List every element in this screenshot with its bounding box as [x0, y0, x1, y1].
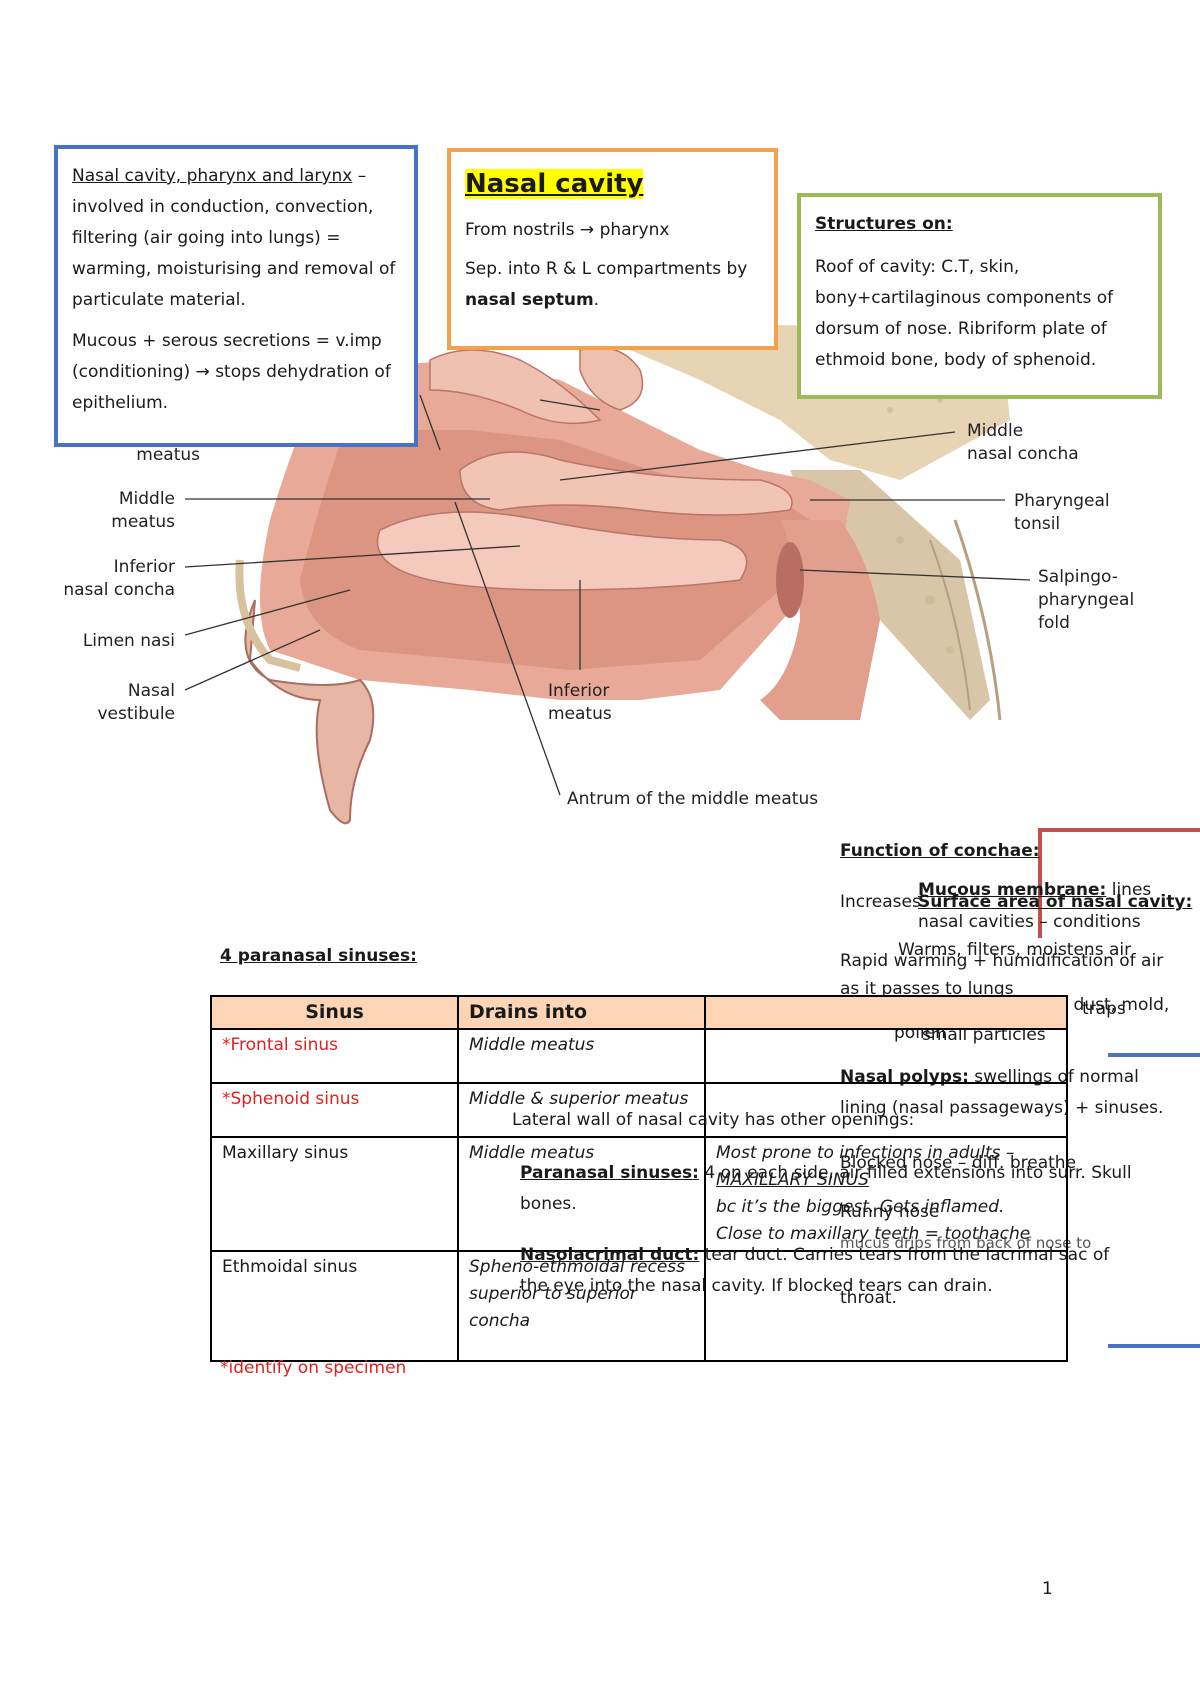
nasal-cavity-heading: Nasal cavity	[465, 169, 644, 199]
label-meatus: meatus	[136, 445, 200, 465]
table-row: *Sphenoid sinus Middle & superior meatus	[210, 1082, 1068, 1138]
structures-box: Structures on: Roof of cavity: C.T, skin…	[797, 193, 1162, 399]
rapid-warming-line: Rapid warming + humidification of air	[840, 951, 1164, 971]
table-header-row: Sinus Drains into	[210, 995, 1068, 1030]
header-notes	[704, 995, 1068, 1030]
label-inferior-meatus: Inferior meatus	[548, 681, 612, 724]
sinus-note: Most prone to infections in adults – MAX…	[704, 1136, 1068, 1252]
function-of-conchae-title: Function of conchae:	[840, 841, 1040, 861]
surface-area-title: Surface area of nasal cavity:	[918, 892, 1193, 912]
sinus-note	[704, 1082, 1068, 1138]
structures-title: Structures on:	[815, 214, 953, 234]
label-middle-meatus: Middle meatus	[111, 489, 175, 532]
blue-box-intro: – involved in conduction, convection, fi…	[72, 166, 396, 310]
lateral-wall-text: Lateral wall of nasal cavity has other o…	[512, 1110, 915, 1130]
sinus-note	[704, 1250, 1068, 1362]
sinus-drains: Middle meatus	[457, 1028, 706, 1084]
label-salpingopharyngeal-fold: Salpingo- pharyngeal fold	[1038, 567, 1135, 633]
blue-rule-1	[1108, 1053, 1200, 1057]
nasal-pharynx-larynx-box: Nasal cavity, pharynx and larynx – invol…	[54, 145, 418, 447]
orange-box-line1: From nostrils → pharynx	[465, 220, 670, 240]
label-limen-nasi: Limen nasi	[82, 631, 175, 651]
label-middle-nasal-concha: Middle nasal concha	[967, 421, 1079, 464]
table-row: Maxillary sinus Middle meatus Most prone…	[210, 1136, 1068, 1252]
sinus-drains: Spheno-ethmoidal recess superior to supe…	[457, 1250, 706, 1362]
sinus-drains: Middle & superior meatus	[457, 1082, 706, 1138]
identify-footnote: *identify on specimen	[220, 1358, 407, 1378]
nasal-septum-term: nasal septum	[465, 290, 594, 310]
label-pharyngeal-tonsil: Pharyngeal tonsil	[1014, 491, 1110, 534]
label-inferior-nasal-concha: Inferior nasal concha	[63, 557, 175, 600]
blue-rule-2	[1108, 1344, 1200, 1348]
structures-body: Roof of cavity: C.T, skin, bony+cartilag…	[815, 257, 1114, 370]
sinus-name: *Sphenoid sinus	[210, 1082, 459, 1138]
sinus-drains: Middle meatus	[457, 1136, 706, 1252]
sinus-note	[704, 1028, 1068, 1084]
sinus-table: Sinus Drains into *Frontal sinus Middle …	[210, 995, 1068, 1362]
sinus-name: Maxillary sinus	[210, 1136, 459, 1252]
blue-box-title: Nasal cavity, pharynx and larynx	[72, 166, 353, 186]
header-drains-into: Drains into	[457, 995, 706, 1030]
nasal-cavity-box: Nasal cavity From nostrils → pharynx Sep…	[447, 148, 778, 350]
header-sinus: Sinus	[210, 995, 459, 1030]
warms-filters-line: Warms, filters, moistens air	[898, 940, 1132, 960]
mucous-membrane-line: Mucous membrane: lines	[918, 880, 1152, 900]
table-row: *Frontal sinus Middle meatus	[210, 1028, 1068, 1084]
sinus-name: *Frontal sinus	[210, 1028, 459, 1084]
paranasal-sinuses-text: Paranasal sinuses: 4 on each side, air f…	[520, 1163, 1132, 1214]
label-nasal-vestibule: Nasal vestibule	[97, 681, 175, 724]
orange-box-line2: Sep. into R & L compartments by nasal se…	[465, 259, 748, 310]
red-bracket	[1038, 828, 1200, 832]
sinus-name: Ethmoidal sinus	[210, 1250, 459, 1362]
table-row: Ethmoidal sinus Spheno-ethmoidal recess …	[210, 1250, 1068, 1362]
traps-text: traps	[1082, 999, 1126, 1019]
blue-box-para2: Mucous + serous secretions = v.imp (cond…	[72, 331, 391, 413]
dust-mold-line: - dust, mold,	[1062, 995, 1170, 1015]
red-bracket-vertical	[1038, 828, 1042, 938]
label-antrum-middle-meatus: Antrum of the middle meatus	[567, 789, 819, 809]
nasolacrimal-duct-text: Nasolacrimal duct: tear duct. Carries te…	[520, 1245, 1110, 1296]
blue-box-para1: Nasal cavity, pharynx and larynx – invol…	[72, 161, 400, 316]
as-it-passes-line: as it passes to lungs	[840, 979, 1014, 999]
paranasal-sinuses-heading: 4 paranasal sinuses:	[220, 946, 417, 966]
nasal-cavities-line: nasal cavities – conditions	[918, 912, 1141, 932]
page-number: 1	[1042, 1579, 1053, 1599]
increases-text: Increases	[840, 892, 921, 912]
